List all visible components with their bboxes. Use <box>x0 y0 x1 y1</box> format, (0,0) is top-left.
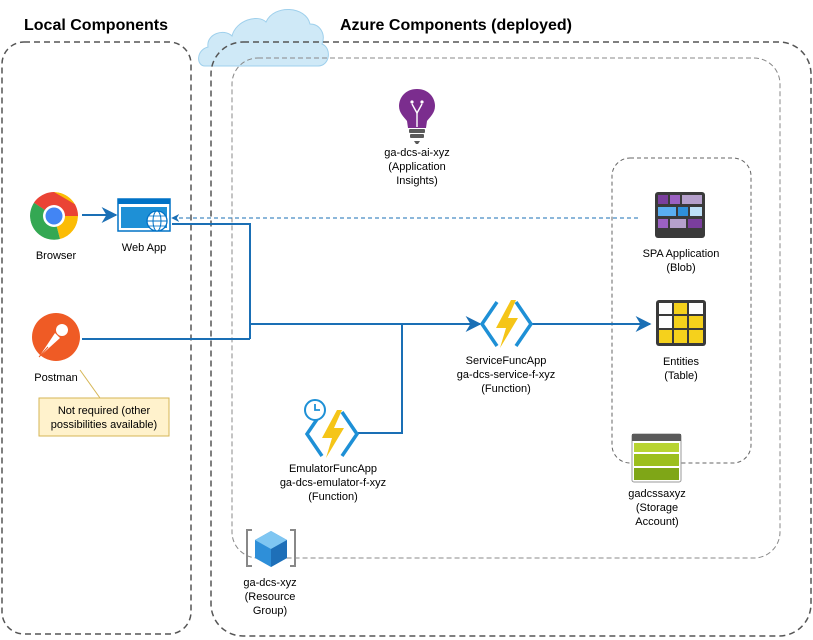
function-app-icon <box>479 300 534 348</box>
servicefunc-label-3: (Function) <box>481 383 531 395</box>
entities-label-1: Entities <box>663 356 700 368</box>
timer-function-icon <box>304 399 360 458</box>
storage-account-icon <box>631 433 682 483</box>
webapp-to-servicefunc-connector <box>172 223 482 332</box>
emulatorfunc-label-2: ga-dcs-emulator-f-xyz <box>280 477 386 489</box>
azure-components-frame <box>210 41 812 637</box>
lightbulb-icon <box>399 89 435 144</box>
storage-label-1: gadcssaxyz <box>628 488 685 500</box>
note-line-2: possibilities available) <box>51 419 157 431</box>
webapp-label: Web App <box>122 242 166 254</box>
note-line-1: Not required (other <box>58 405 151 417</box>
resourcegroup-label-3: Group) <box>253 605 287 617</box>
resourcegroup-label-2: (Resource <box>245 591 296 603</box>
resource-group-icon <box>246 529 296 567</box>
emulatorfunc-label-3: (Function) <box>308 491 358 503</box>
resourcegroup-label-1: ga-dcs-xyz <box>243 577 296 589</box>
appinsights-label-1: ga-dcs-ai-xyz <box>384 147 449 159</box>
appinsights-label-3: Insights) <box>396 175 438 187</box>
emulatorfunc-label-1: EmulatorFuncApp <box>289 463 377 475</box>
table-storage-icon <box>656 300 706 346</box>
resource-group-frame <box>231 57 781 559</box>
appinsights-label-2: (Application <box>388 161 445 173</box>
local-components-header: Local Components <box>24 17 168 34</box>
storage-label-2: (Storage <box>636 502 678 514</box>
chrome-icon <box>30 192 78 240</box>
note-box: Not required (other possibilities availa… <box>38 397 170 437</box>
servicefunc-label-1: ServiceFuncApp <box>466 355 547 367</box>
postman-icon <box>32 313 80 361</box>
entities-label-2: (Table) <box>664 370 698 382</box>
web-app-icon <box>117 198 171 232</box>
blob-storage-icon <box>655 192 705 238</box>
cloud-icon <box>198 9 329 67</box>
postman-to-note-line <box>79 369 101 399</box>
spa-label-1: SPA Application <box>643 248 720 260</box>
spa-label-2: (Blob) <box>666 262 695 274</box>
browser-label: Browser <box>36 250 77 262</box>
emulator-to-servicefunc-connector <box>358 324 403 434</box>
servicefunc-label-2: ga-dcs-service-f-xyz <box>457 369 555 381</box>
azure-components-header: Azure Components (deployed) <box>340 17 572 34</box>
storage-label-3: Account) <box>635 516 678 528</box>
postman-label: Postman <box>34 372 77 384</box>
